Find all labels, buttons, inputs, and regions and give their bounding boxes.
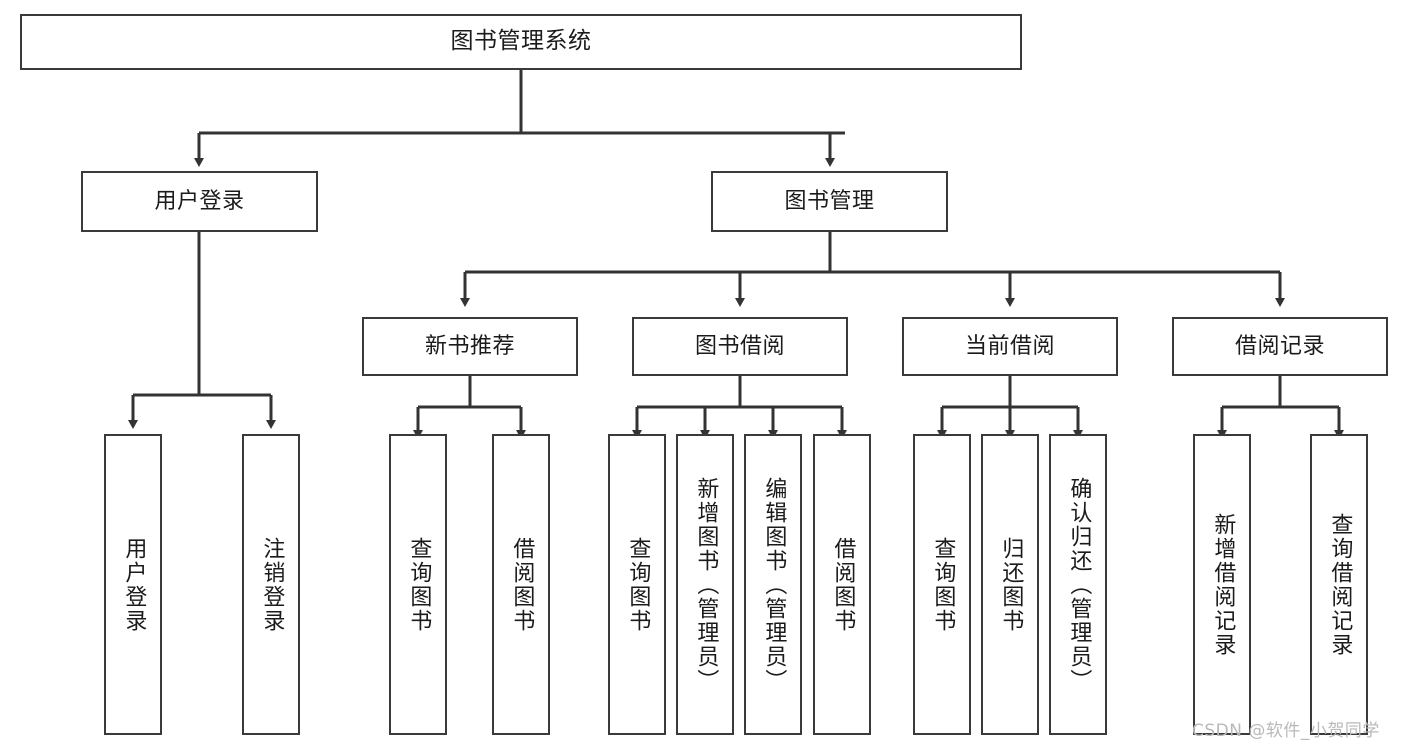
node-label: 编辑图书（管理员） [761, 476, 787, 693]
node-label: 注销登录 [259, 536, 285, 633]
node-current-borrow[interactable]: 当前借阅 [902, 317, 1118, 376]
leaf-user-login-logout[interactable]: 注销登录 [242, 434, 300, 735]
node-label: 借阅图书 [509, 536, 535, 633]
node-label: 查询借阅记录 [1327, 512, 1353, 657]
node-user-login[interactable]: 用户登录 [81, 171, 318, 232]
leaf-current-borrow-return-book[interactable]: 归还图书 [981, 434, 1039, 735]
leaf-book-borrow-query-book[interactable]: 查询图书 [608, 434, 666, 735]
node-label: 确认归还（管理员） [1066, 476, 1092, 693]
leaf-book-borrow-add-book-admin[interactable]: 新增图书（管理员） [676, 434, 734, 735]
leaf-borrow-record-query-record[interactable]: 查询借阅记录 [1310, 434, 1368, 735]
node-label: 借阅记录 [1234, 333, 1325, 359]
node-book-borrow[interactable]: 图书借阅 [632, 317, 848, 376]
watermark-text: CSDN @软件_小贺同学 [1192, 721, 1380, 741]
node-label: 当前借阅 [964, 333, 1055, 359]
node-label: 图书管理系统 [450, 28, 592, 55]
node-label: 查询图书 [406, 536, 432, 633]
node-label: 新书推荐 [424, 333, 515, 359]
leaf-current-borrow-confirm-return-admin[interactable]: 确认归还（管理员） [1049, 434, 1107, 735]
node-label: 借阅图书 [830, 536, 856, 633]
node-label: 图书借阅 [694, 333, 785, 359]
leaf-new-book-query-book[interactable]: 查询图书 [389, 434, 447, 735]
node-label: 新增图书（管理员） [693, 476, 719, 693]
node-label: 用户登录 [154, 188, 245, 214]
leaf-new-book-borrow-book[interactable]: 借阅图书 [492, 434, 550, 735]
leaf-book-borrow-borrow-book[interactable]: 借阅图书 [813, 434, 871, 735]
node-borrow-record[interactable]: 借阅记录 [1172, 317, 1388, 376]
node-label: 用户登录 [121, 536, 147, 633]
node-label: 图书管理 [784, 188, 875, 214]
node-label: 归还图书 [998, 536, 1024, 633]
leaf-borrow-record-add-record[interactable]: 新增借阅记录 [1193, 434, 1251, 735]
node-root-book-management-system[interactable]: 图书管理系统 [20, 14, 1022, 70]
node-new-book-recommend[interactable]: 新书推荐 [362, 317, 578, 376]
leaf-current-borrow-query-book[interactable]: 查询图书 [913, 434, 971, 735]
node-label: 查询图书 [930, 536, 956, 633]
leaf-user-login-login[interactable]: 用户登录 [104, 434, 162, 735]
node-label: 新增借阅记录 [1210, 512, 1236, 657]
node-label: 查询图书 [625, 536, 651, 633]
leaf-book-borrow-edit-book-admin[interactable]: 编辑图书（管理员） [744, 434, 802, 735]
node-book-management[interactable]: 图书管理 [711, 171, 948, 232]
